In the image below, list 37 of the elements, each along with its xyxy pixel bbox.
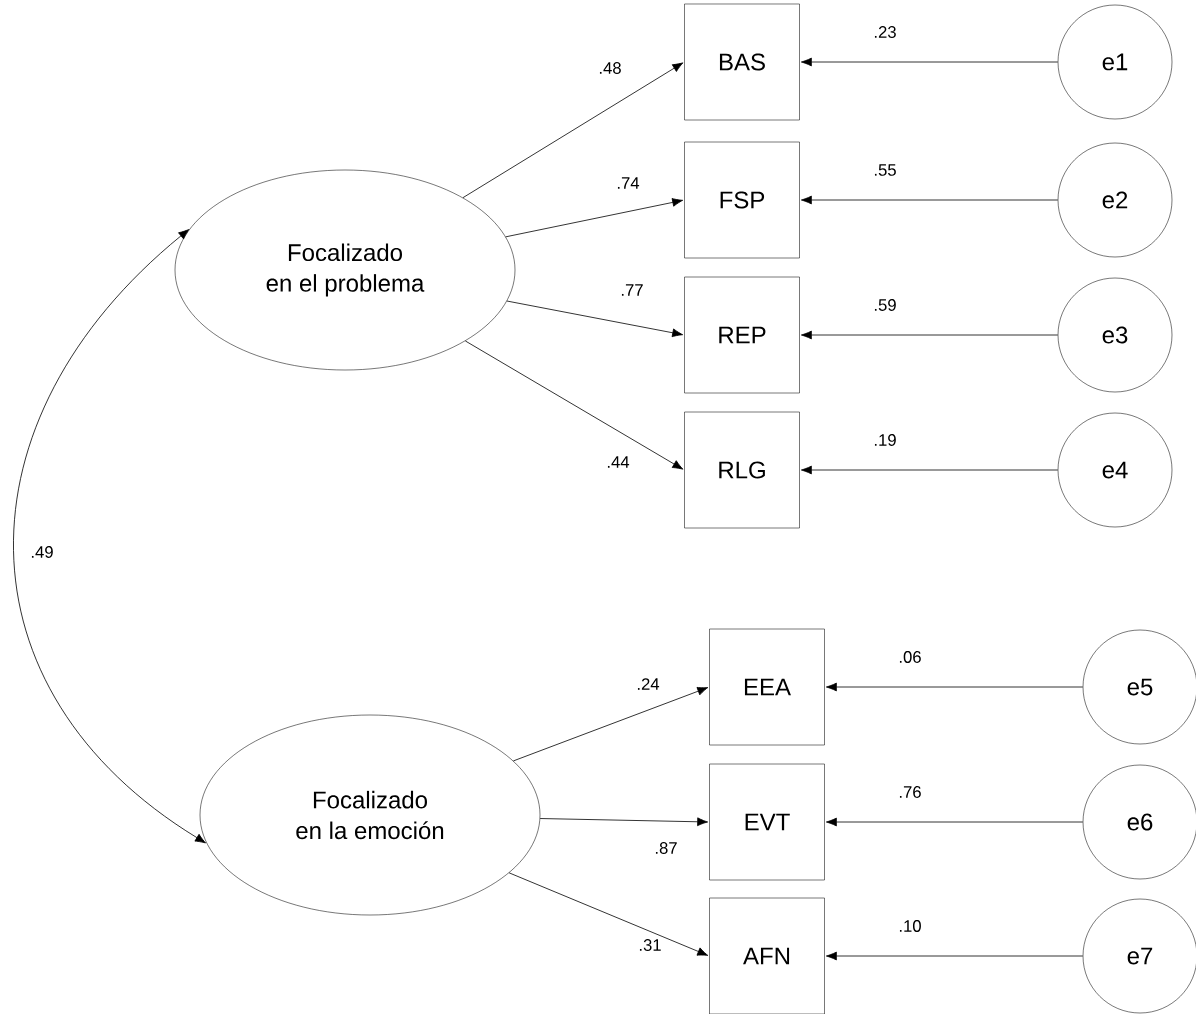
arrow — [539, 817, 709, 827]
edge-label: .77 — [619, 282, 645, 298]
arrow — [462, 62, 684, 199]
variable-box: BAS — [684, 3, 800, 121]
edge-label: .48 — [597, 60, 623, 76]
variable-box: EEA — [709, 628, 825, 746]
arrow — [825, 682, 1084, 692]
value-label: .19 — [874, 434, 896, 446]
value-label: .55 — [874, 164, 896, 176]
edge-label: .44 — [605, 454, 631, 470]
arrow — [506, 300, 684, 338]
edge-label: .49 — [29, 544, 55, 560]
arrow — [512, 687, 709, 762]
value-label: .23 — [874, 26, 896, 38]
arrow — [800, 330, 1059, 340]
variable-box: AFN — [709, 897, 825, 1014]
edge-label: .74 — [615, 175, 641, 191]
arrow — [825, 951, 1084, 961]
arrow — [464, 340, 684, 470]
arrow — [505, 198, 684, 238]
edge-label: .24 — [635, 676, 661, 692]
value-label: .76 — [899, 786, 921, 798]
arrow — [508, 872, 709, 956]
arrow — [13, 229, 206, 844]
variable-box: RLG — [684, 411, 800, 529]
value-label: .06 — [899, 651, 921, 663]
arrow — [800, 57, 1059, 67]
edge-label: .87 — [653, 840, 679, 856]
arrow — [825, 817, 1084, 827]
value-label: .59 — [874, 299, 896, 311]
arrow — [800, 465, 1059, 475]
edge-label: .31 — [637, 937, 663, 953]
value-label: .10 — [899, 920, 921, 932]
variable-box: EVT — [709, 763, 825, 881]
variable-box: REP — [684, 276, 800, 394]
variable-box: FSP — [684, 141, 800, 259]
arrow — [800, 195, 1059, 205]
